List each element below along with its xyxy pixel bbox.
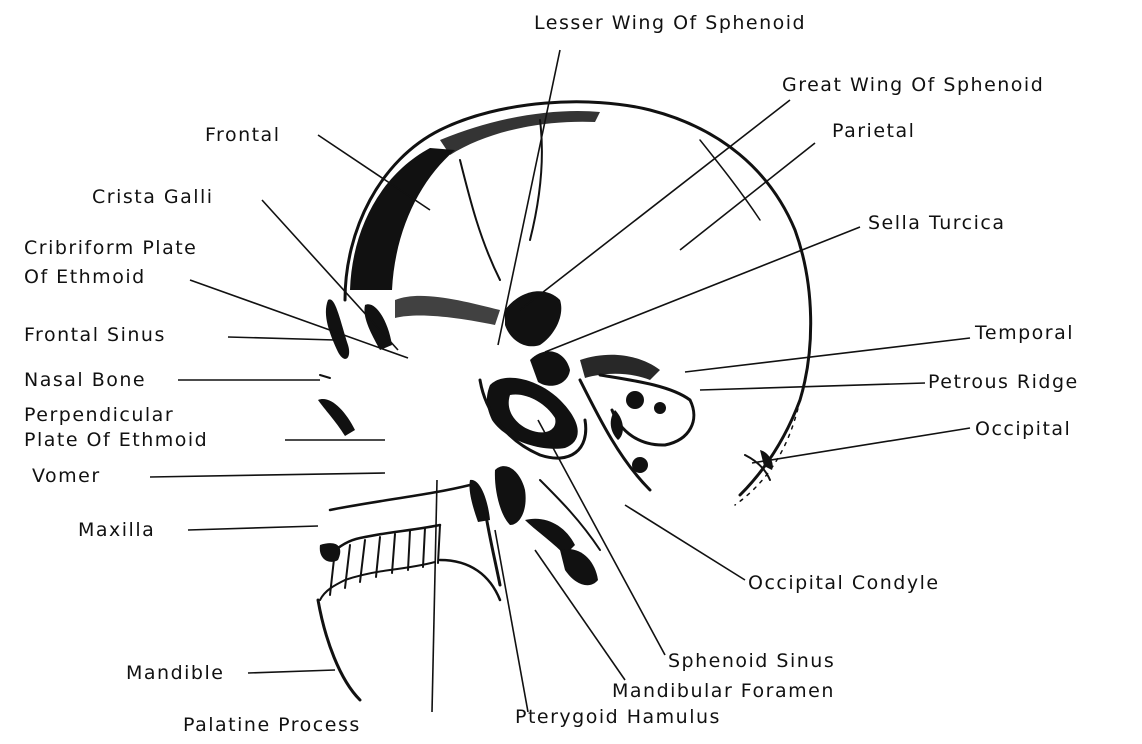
leader-parietal [680,143,815,250]
label-pterygoid-hamulus: Pterygoid Hamulus [515,706,721,728]
label-perpendicular-line1: Perpendicular [24,404,174,426]
label-frontal: Frontal [205,124,280,146]
leader-vomer [150,473,385,477]
label-sphenoid-sinus: Sphenoid Sinus [668,650,835,672]
leader-occipital-condyle [625,505,745,580]
label-parietal: Parietal [832,120,915,142]
label-lesser-wing-of-sphenoid: Lesser Wing Of Sphenoid [534,12,806,34]
label-cribriform-line2: Of Ethmoid [24,266,146,288]
label-great-wing-of-sphenoid: Great Wing Of Sphenoid [782,74,1044,96]
leader-petrous [700,383,925,390]
label-mandibular-foramen: Mandibular Foramen [612,680,835,702]
leader-palatine [432,480,437,712]
leader-mandible [248,670,335,673]
leader-pterygoid [495,530,528,712]
label-mandible: Mandible [126,662,224,684]
label-nasal-bone: Nasal Bone [24,369,146,391]
label-frontal-sinus: Frontal Sinus [24,324,166,346]
leader-frontal-sinus [228,337,335,340]
label-palatine-process: Palatine Process [183,714,361,736]
label-sella-turcica: Sella Turcica [868,212,1005,234]
label-crista-galli: Crista Galli [92,186,214,208]
label-cribriform-line1: Cribriform Plate [24,237,197,259]
skull-illustration [318,102,811,700]
leader-temporal [685,338,970,372]
leader-maxilla [188,526,318,530]
label-temporal: Temporal [975,322,1074,344]
label-vomer: Vomer [32,465,101,487]
label-occipital-condyle: Occipital Condyle [748,572,940,594]
label-occipital: Occipital [975,418,1071,440]
label-petrous-ridge: Petrous Ridge [928,371,1079,393]
leader-sella [545,227,860,352]
label-maxilla: Maxilla [78,519,155,541]
label-perpendicular-line2: Plate Of Ethmoid [24,429,208,451]
